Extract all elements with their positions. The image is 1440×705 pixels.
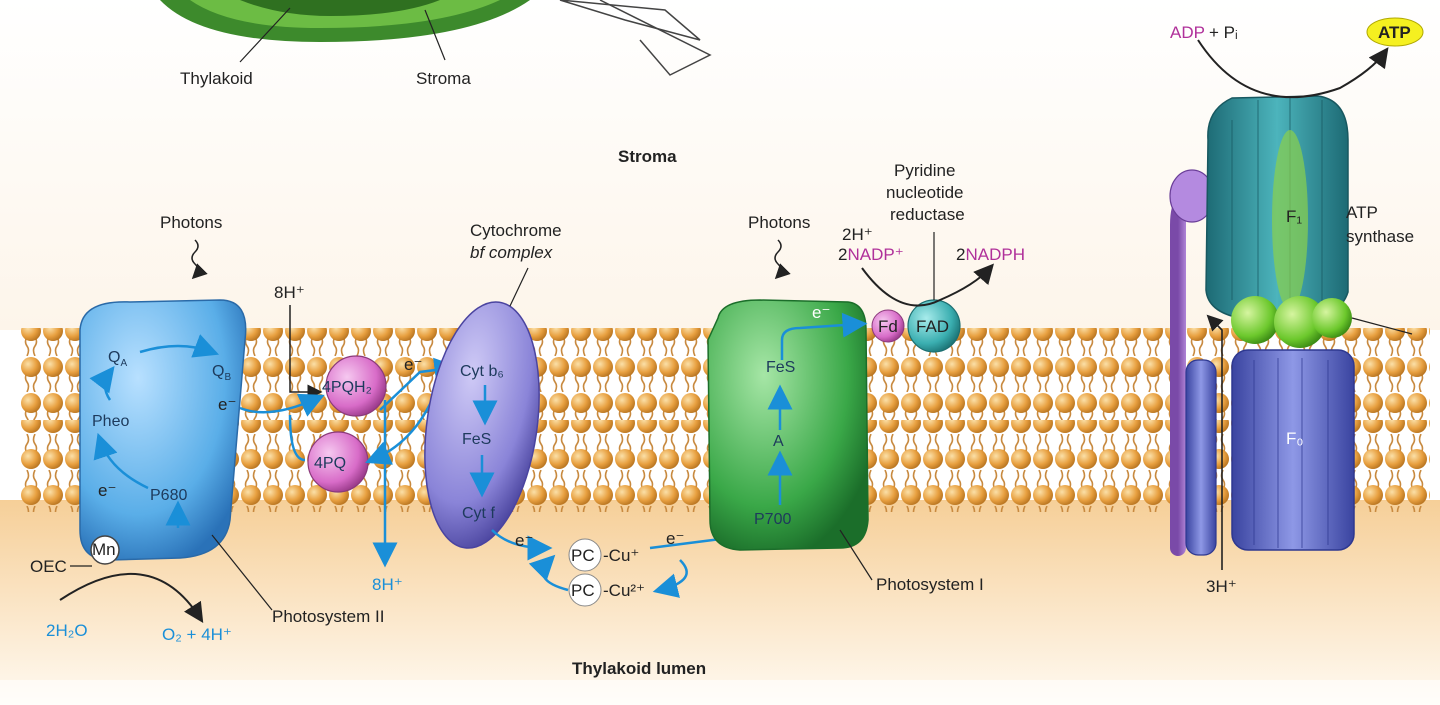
pc-label-1: PC [571,546,595,565]
cytb6-label: Cyt b₆ [460,363,504,380]
pqh2-label: 4PQH₂ [322,379,372,396]
photosystem-ii [79,299,247,565]
pq-label: 4PQ [314,455,346,472]
cyt-name-line2: bf complex [470,243,553,262]
pc-electron-label-1: e⁻ [515,531,533,550]
nadp-label: 2NADP⁺ [838,245,904,264]
mn-label: Mn [92,540,116,559]
adp-label: ADP+ Pᵢ [1170,23,1238,42]
pc-electron-label-2: e⁻ [666,529,684,548]
reductase-line1: Pyridine [894,161,955,180]
ps2-name-label: Photosystem II [272,607,384,626]
fad-label: FAD [916,317,949,336]
reductase-h-label: 2H⁺ [842,225,873,244]
cytf-label: Cyt f [462,505,495,522]
stroma-region [0,0,1440,330]
ps1-electron-label: e⁻ [812,303,830,322]
oec-label: OEC [30,557,67,576]
atp-label: ATP [1378,23,1411,42]
ps2-electron-label: e⁻ [218,395,236,414]
fd-label: Fd [878,317,898,336]
photosystem-i [707,299,873,581]
cyt-name-line1: Cytochrome [470,221,562,240]
plastoquinone-pool [239,305,460,568]
reductase-line2: nucleotide [886,183,964,202]
f0-label: F₀ [1286,429,1303,448]
ps1-photons-label: Photons [748,213,810,232]
atp-synthase [1169,17,1424,570]
water-label: 2H₂O [46,621,88,640]
atp-badge [1366,17,1424,47]
mn-cluster [90,535,120,565]
pc-cu2-label: -Cu²⁺ [603,581,645,600]
ps2-photons-label: Photons [160,213,222,232]
cyt-fes-label: FeS [462,431,491,448]
plastocyanin [528,523,768,607]
ps1-name-label: Photosystem I [876,575,984,594]
stroma-top-label: Stroma [416,69,471,88]
pqh2-molecule [325,355,387,417]
qb-label: QB [212,363,231,383]
thylakoid-label: Thylakoid [180,69,253,88]
lumen-label: Thylakoid lumen [572,659,706,678]
reductase-line3: reductase [890,205,965,224]
pq-h-out-label: 8H⁺ [372,575,403,594]
atp-synthase-line1: ATP [1346,203,1378,222]
f0-unit [1231,349,1355,551]
f1-label: F₁ [1286,207,1302,226]
qa-label: QA [108,349,127,369]
ps2-electron-label-2: e⁻ [98,481,116,500]
ps1-a-label: A [773,433,784,450]
stroma-label: Stroma [618,147,677,166]
ps2-products-label: O₂ + 4H⁺ [162,625,232,644]
atp-synthase-line2: synthase [1346,227,1414,246]
atp-h-label: 3H⁺ [1206,577,1237,596]
pq-h-in-label: 8H⁺ [274,283,305,302]
chloroplast-illustration [160,0,712,76]
nadph-label: 2NADPH [956,245,1025,264]
pc-label-2: PC [571,581,595,600]
pyridine-nucleotide-reductase [861,232,994,353]
ferredoxin [871,309,905,343]
pheo-label: Pheo [92,413,129,430]
pc-cu1-label: -Cu⁺ [603,546,639,565]
p680-label: P680 [150,487,187,504]
ps1-fes-label: FeS [766,359,795,376]
cytochrome-bf-complex [424,267,553,561]
p700-label: P700 [754,511,791,528]
pq-electron-label: e⁻ [404,355,422,374]
